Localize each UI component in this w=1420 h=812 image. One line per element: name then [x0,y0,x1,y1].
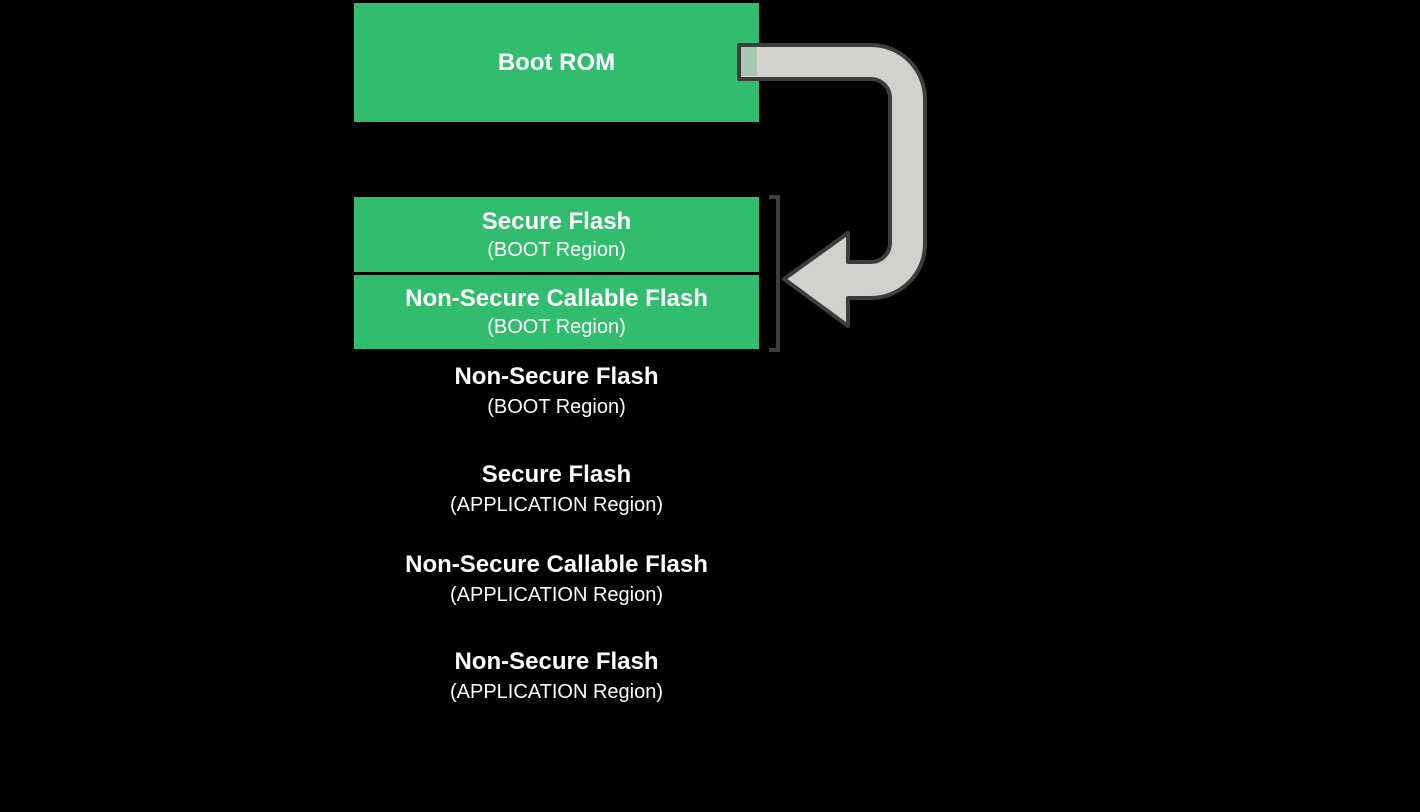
secure-flash-boot-box: Secure Flash (BOOT Region) [354,197,759,272]
label-title: Non-Secure Flash [454,648,659,675]
label-secure-flash-application: Secure Flash (APPLICATION Region) [354,460,759,520]
boot-rom-title: Boot ROM [497,48,616,76]
non-secure-callable-flash-boot-title: Non-Secure Callable Flash [405,285,708,312]
label-title: Secure Flash [481,461,632,488]
non-secure-callable-flash-boot-box: Non-Secure Callable Flash (BOOT Region) [354,275,759,349]
label-subtitle: (APPLICATION Region) [449,494,664,516]
u-turn-arrow-body [737,43,927,328]
secure-flash-boot-title: Secure Flash [481,207,632,235]
label-non-secure-flash-application: Non-Secure Flash (APPLICATION Region) [354,647,759,707]
label-subtitle: (APPLICATION Region) [449,681,664,703]
boot-region-bracket-icon [769,195,780,352]
label-non-secure-flash-boot: Non-Secure Flash (BOOT Region) [354,362,759,422]
label-non-secure-callable-flash-application: Non-Secure Callable Flash (APPLICATION R… [354,550,759,610]
boot-rom-box: Boot ROM [354,3,759,122]
secure-flash-boot-subtitle: (BOOT Region) [487,238,626,261]
label-title: Non-Secure Flash [454,363,659,390]
non-secure-callable-flash-boot-subtitle: (BOOT Region) [487,316,626,338]
label-subtitle: (BOOT Region) [487,396,626,418]
label-subtitle: (APPLICATION Region) [449,584,664,606]
label-title: Non-Secure Callable Flash [405,551,708,578]
